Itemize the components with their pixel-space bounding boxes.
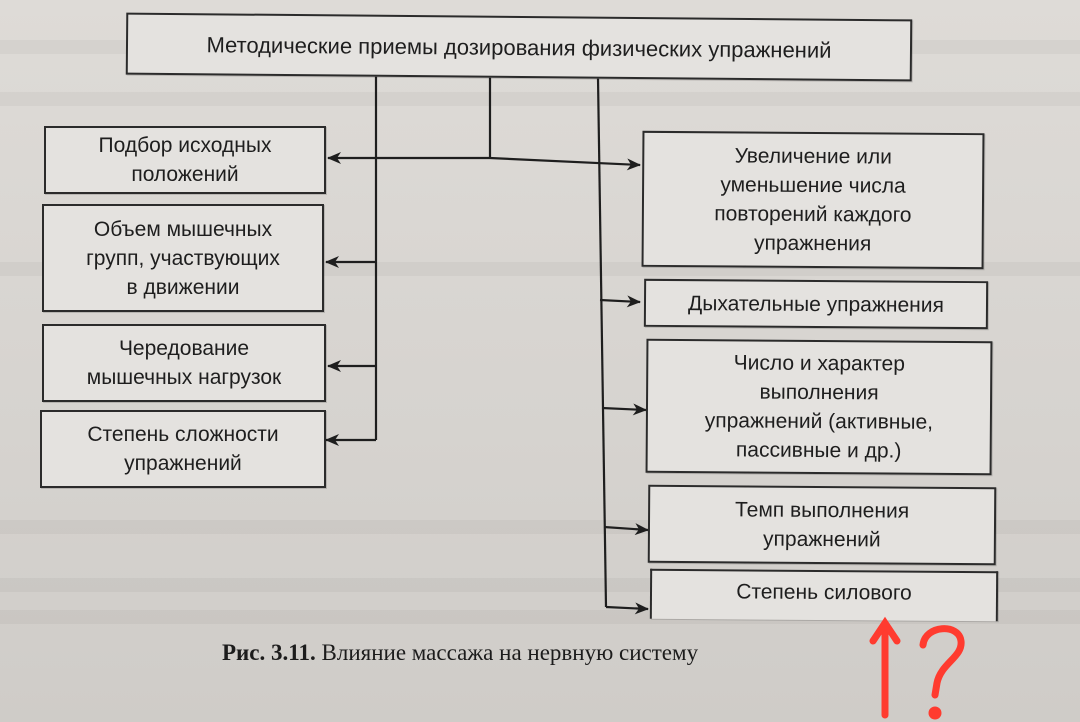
box-text-line: Степень силового	[736, 580, 912, 605]
box-text-line: в движении	[126, 275, 240, 299]
left-box-alternating-loads: Чередование мышечных нагрузок	[42, 324, 326, 402]
box-text-line: упражнений (активные,	[704, 409, 934, 434]
left-box-complexity: Степень сложности упражнений	[40, 410, 326, 488]
box-text-line: Подбор исходных	[98, 134, 272, 157]
box-text-line: мышечных нагрузок	[86, 366, 282, 389]
arrow-to-right-5	[605, 602, 649, 615]
red-question-mark-icon	[919, 625, 965, 699]
box-text-line: Темп выполнения	[734, 498, 910, 523]
box-text-line: Объем мышечных	[93, 217, 273, 241]
figure-caption: Рис. 3.11. Влияние массажа на нервную си…	[222, 640, 698, 666]
box-text-line: Степень сложности	[87, 423, 279, 446]
box-text-line: повторений каждого	[714, 202, 912, 227]
diagram-title: Методические приемы дозирования физическ…	[206, 31, 832, 63]
box-text-line: выполнения	[759, 380, 879, 405]
box-text-line: Увеличение или	[734, 144, 892, 169]
box-text-line: Чередование	[118, 337, 250, 360]
left-box-muscle-groups: Объем мышечных групп, участвующих в движ…	[42, 204, 324, 312]
box-text-line: уменьшение числа	[720, 173, 906, 198]
figure-label: Рис. 3.11.	[222, 640, 316, 665]
diagram-title-box: Методические приемы дозирования физическ…	[125, 12, 913, 82]
right-trunk-line	[596, 77, 608, 608]
box-text-line: Дыхательные упражнения	[688, 291, 944, 317]
box-text-line: упражнения	[753, 231, 872, 256]
red-up-arrow-icon	[869, 616, 901, 645]
box-text-line: упражнений	[124, 452, 242, 475]
figure-caption-text: Влияние массажа на нервную систему	[321, 640, 699, 665]
right-box-tempo: Темп выполнения упражнений	[647, 484, 997, 566]
box-text-line: Число и характер	[733, 351, 906, 376]
red-question-mark-dot	[928, 706, 942, 720]
box-text-line: групп, участвующих	[86, 246, 280, 270]
right-box-execution-character: Число и характер выполнения упражнений (…	[645, 338, 993, 476]
arrow-to-right-3	[601, 403, 647, 416]
handwritten-annotation	[869, 616, 965, 720]
right-box-repetitions: Увеличение или уменьшение числа повторен…	[641, 130, 985, 270]
box-text-line: положений	[131, 163, 239, 186]
arrow-to-right-4	[603, 523, 649, 536]
right-box-breathing: Дыхательные упражнения	[643, 278, 989, 330]
box-text-line: пассивные и др.)	[735, 438, 902, 463]
arrow-to-right-1	[489, 156, 641, 171]
left-box-starting-positions: Подбор исходных положений	[44, 126, 326, 194]
box-text-line: упражнений	[762, 527, 881, 552]
arrow-to-right-2	[599, 295, 641, 308]
